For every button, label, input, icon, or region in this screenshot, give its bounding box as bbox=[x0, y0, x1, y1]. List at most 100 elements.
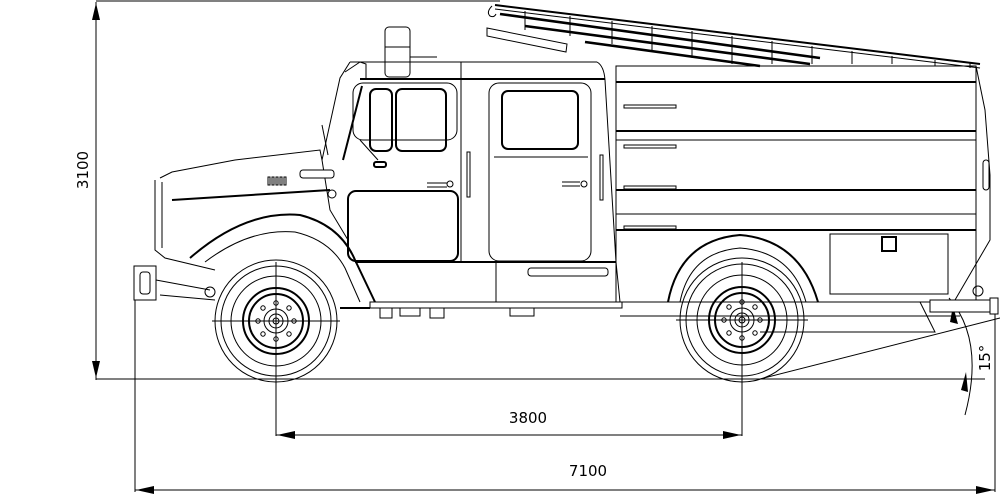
grab-handle bbox=[466, 151, 471, 198]
hood bbox=[133, 124, 376, 303]
storage-box bbox=[829, 233, 949, 295]
front-door-window bbox=[395, 88, 447, 152]
front-chassis bbox=[155, 279, 216, 301]
rear-fender-inner bbox=[679, 247, 807, 303]
rear-door-handle bbox=[562, 181, 580, 187]
height-label: 3100 bbox=[74, 151, 92, 189]
vent-slot bbox=[283, 176, 287, 186]
storage-box-latch bbox=[881, 236, 897, 252]
length-label: 7100 bbox=[569, 462, 607, 480]
tool-bracket bbox=[509, 307, 535, 317]
ladder-bracket bbox=[486, 27, 568, 53]
fuel-tank-bracket bbox=[379, 307, 393, 319]
vent-slot bbox=[267, 176, 271, 186]
arrow-right-icon bbox=[723, 431, 741, 439]
sun-visor bbox=[344, 61, 367, 78]
exhaust-bracket bbox=[429, 307, 445, 319]
compartment-handle bbox=[623, 144, 677, 149]
compartment-handle bbox=[623, 225, 677, 230]
hood-top bbox=[159, 149, 323, 179]
sill-edges bbox=[495, 261, 621, 303]
ladder-rail-bottom bbox=[584, 40, 761, 68]
mirror-arm bbox=[359, 139, 379, 161]
rear-body bbox=[615, 65, 999, 333]
tow-hook bbox=[204, 286, 216, 298]
wheel-bolt bbox=[273, 336, 279, 342]
ladder-rail-top-inner bbox=[494, 8, 981, 69]
beacon-light bbox=[384, 26, 411, 78]
roof-ladder bbox=[486, 4, 981, 69]
front-fender-outer bbox=[189, 213, 376, 303]
hood-crease bbox=[171, 189, 331, 201]
side-step bbox=[369, 301, 623, 309]
ladder-hook bbox=[487, 5, 497, 18]
rear-panel bbox=[954, 65, 991, 301]
side-marker-light bbox=[299, 169, 335, 179]
cab bbox=[321, 61, 623, 309]
arrow-left-icon bbox=[136, 486, 154, 494]
rear-hitch bbox=[989, 297, 999, 315]
cab-rear-pillar bbox=[596, 61, 617, 263]
ladder-rungs bbox=[524, 11, 971, 68]
front-door-handle bbox=[427, 182, 447, 188]
front-bumper bbox=[133, 265, 157, 301]
arrow-right-icon bbox=[976, 486, 994, 494]
wheel-bolt bbox=[273, 300, 279, 306]
rear-grab-handle bbox=[982, 159, 990, 191]
grab-handle bbox=[599, 154, 604, 201]
undercarriage bbox=[340, 307, 535, 319]
battery-box bbox=[399, 307, 421, 317]
headlight bbox=[139, 271, 151, 295]
front-fender-inner bbox=[204, 231, 361, 303]
arrow-down-icon bbox=[92, 361, 100, 378]
ladder-rail-middle bbox=[499, 12, 821, 60]
rear-fender-outer bbox=[667, 233, 819, 303]
front-door-lower-panel bbox=[347, 190, 459, 262]
front-wheel bbox=[212, 259, 340, 383]
compartment-handle bbox=[623, 185, 677, 190]
wheel-bolt bbox=[726, 304, 732, 310]
vent-slot bbox=[271, 176, 275, 186]
arrow-left-icon bbox=[277, 431, 295, 439]
dimension-wheelbase: 3800 bbox=[275, 262, 743, 439]
vent-slot bbox=[275, 176, 279, 186]
wheel-bolt bbox=[752, 330, 758, 336]
roof-beacon bbox=[384, 26, 437, 78]
rear-wheel bbox=[676, 257, 808, 383]
wheel-bolt bbox=[260, 331, 266, 337]
compartment-handle bbox=[623, 104, 677, 109]
wheel-bolt bbox=[739, 335, 745, 341]
front-door-window-frame bbox=[352, 82, 458, 141]
rear-door-lock bbox=[580, 180, 588, 188]
vent-window bbox=[369, 88, 393, 152]
rear-bumper bbox=[929, 299, 996, 313]
wheel-bolt bbox=[752, 304, 758, 310]
angle-label: 15° bbox=[976, 345, 994, 372]
rear-light bbox=[972, 285, 984, 297]
dimension-length: 7100 bbox=[134, 268, 996, 494]
arrow-up-icon bbox=[961, 372, 968, 392]
body-outline bbox=[615, 65, 977, 303]
dimension-height: 3100 bbox=[74, 0, 500, 380]
mirror bbox=[373, 161, 387, 168]
front-door-lock bbox=[446, 180, 454, 188]
wheelbase-label: 3800 bbox=[509, 409, 547, 427]
dimension-departure-angle: 15° bbox=[759, 297, 1000, 416]
rear-frame-support bbox=[760, 301, 936, 333]
step-tube bbox=[527, 267, 609, 277]
rear-door bbox=[488, 82, 592, 262]
grille-outline bbox=[154, 180, 216, 271]
arrow-up-icon bbox=[92, 3, 100, 20]
wheel-bolt bbox=[739, 299, 745, 305]
side-mirror bbox=[321, 124, 329, 156]
wheel-bolt bbox=[286, 305, 292, 311]
ladder-rail-lower bbox=[524, 24, 811, 66]
wheel-bolt bbox=[726, 330, 732, 336]
rear-door-window bbox=[501, 90, 579, 150]
wheel-bolt bbox=[260, 305, 266, 311]
compartment-handles bbox=[623, 104, 677, 230]
wheel-bolt bbox=[286, 331, 292, 337]
vent-slot bbox=[279, 176, 283, 186]
ladder-rail-top bbox=[494, 4, 981, 65]
